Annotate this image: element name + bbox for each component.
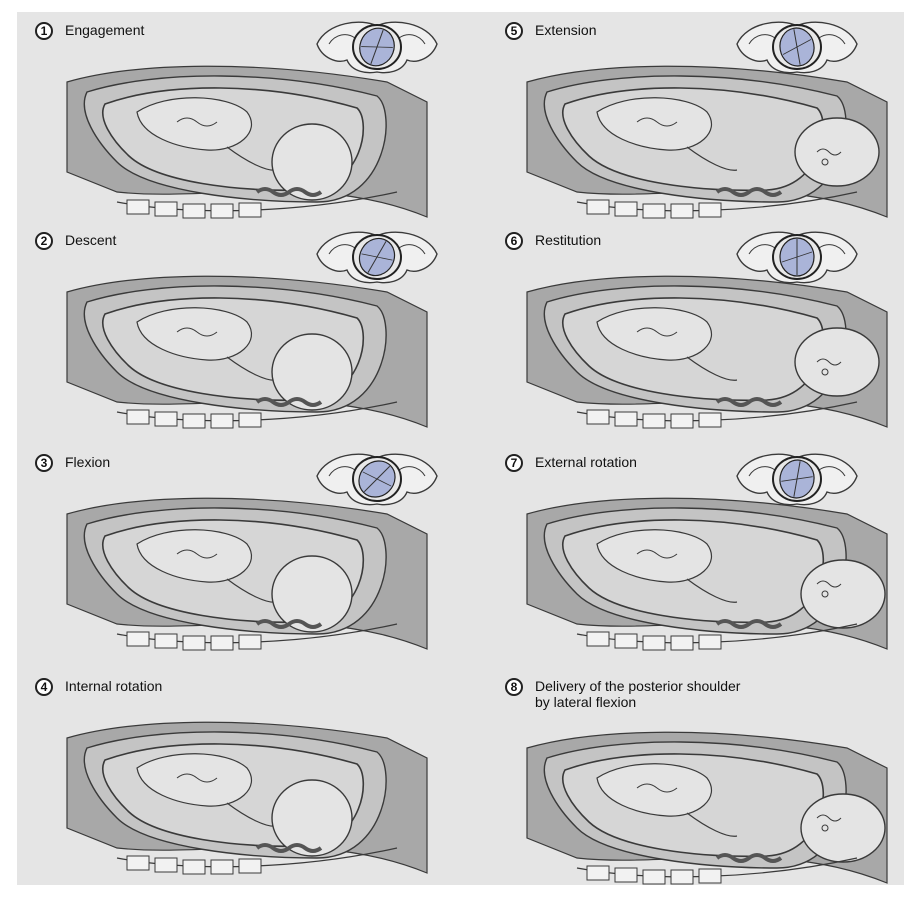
stage-title: Engagement (65, 22, 144, 38)
stage-title: Extension (535, 22, 596, 38)
stage-panel: 2 Descent (17, 222, 457, 432)
stage-number: 2 (35, 232, 53, 250)
stage-panel: 3 Flexion (17, 444, 457, 654)
stage-label-row: 5 Extension (505, 22, 596, 40)
stage-number: 1 (35, 22, 53, 40)
stage-title: Internal rotation (65, 678, 162, 694)
stage-number: 4 (35, 678, 53, 696)
stage-label-row: 4 Internal rotation (35, 678, 162, 696)
stage-label-row: 2 Descent (35, 232, 116, 250)
stage-title: Restitution (535, 232, 601, 248)
stage-label-row: 8 Delivery of the posterior shoulder by l… (505, 678, 740, 710)
diagram-sheet: 1 Engagement 5 Extension (17, 12, 904, 885)
stage-number: 8 (505, 678, 523, 696)
stage-number: 7 (505, 454, 523, 472)
stage-title: Delivery of the posterior shoulder by la… (535, 678, 740, 710)
stage-number: 5 (505, 22, 523, 40)
stage-label-row: 3 Flexion (35, 454, 110, 472)
stage-title: Flexion (65, 454, 110, 470)
stage-label-row: 1 Engagement (35, 22, 144, 40)
birth-stage-illustration (517, 52, 914, 227)
stage-title: Descent (65, 232, 116, 248)
birth-stage-illustration (517, 484, 914, 659)
stage-panel: 1 Engagement (17, 12, 457, 222)
birth-stage-illustration (517, 718, 914, 893)
birth-stage-illustration (517, 262, 914, 437)
stage-label-row: 6 Restitution (505, 232, 601, 250)
stage-number: 3 (35, 454, 53, 472)
stage-panel: 5 Extension (487, 12, 914, 222)
birth-stage-illustration (57, 262, 457, 437)
stage-title: External rotation (535, 454, 637, 470)
stage-panel: 6 Restitution (487, 222, 914, 432)
stage-panel: 7 External rotation (487, 444, 914, 654)
stage-label-row: 7 External rotation (505, 454, 637, 472)
birth-stage-illustration (57, 52, 457, 227)
stage-panel: 8 Delivery of the posterior shoulder by l… (487, 668, 914, 878)
birth-stage-illustration (57, 708, 457, 883)
stage-number: 6 (505, 232, 523, 250)
stage-panel: 4 Internal rotation (17, 668, 457, 878)
birth-stage-illustration (57, 484, 457, 659)
